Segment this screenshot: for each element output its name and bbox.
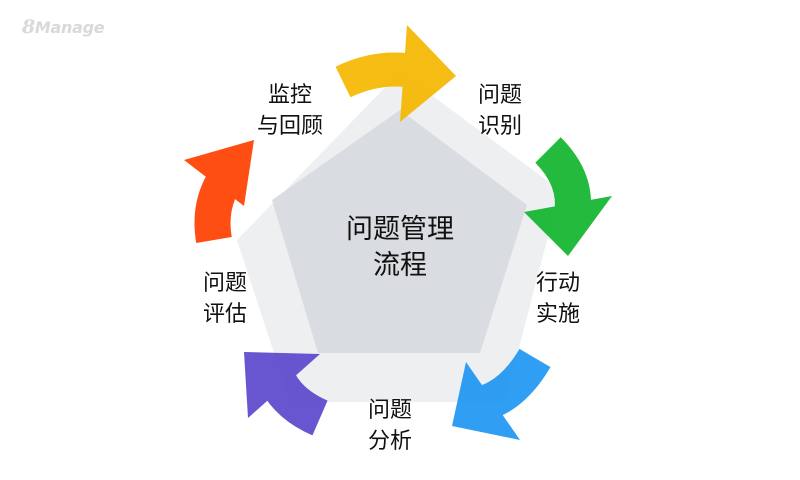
center-title-line1: 问题管理	[346, 214, 454, 245]
inner-pentagon	[272, 110, 527, 353]
center-title: 问题管理 流程	[300, 212, 500, 284]
step-label-evaluate: 问题评估	[202, 271, 247, 327]
arrow-purple	[244, 352, 329, 436]
step-label-monitor: 监控与回顾	[256, 83, 323, 139]
8manage-logo: 8Manage	[22, 16, 105, 38]
arrow-green	[524, 137, 612, 256]
arrow-red	[184, 140, 254, 244]
step-label-identify: 问题识别	[477, 83, 522, 139]
step-label-analyze: 问题分析	[367, 398, 412, 454]
center-title-line2: 流程	[373, 250, 427, 281]
arrow-blue	[452, 348, 551, 440]
step-label-implement: 行动实施	[535, 271, 580, 327]
arrow-yellow	[335, 25, 456, 122]
